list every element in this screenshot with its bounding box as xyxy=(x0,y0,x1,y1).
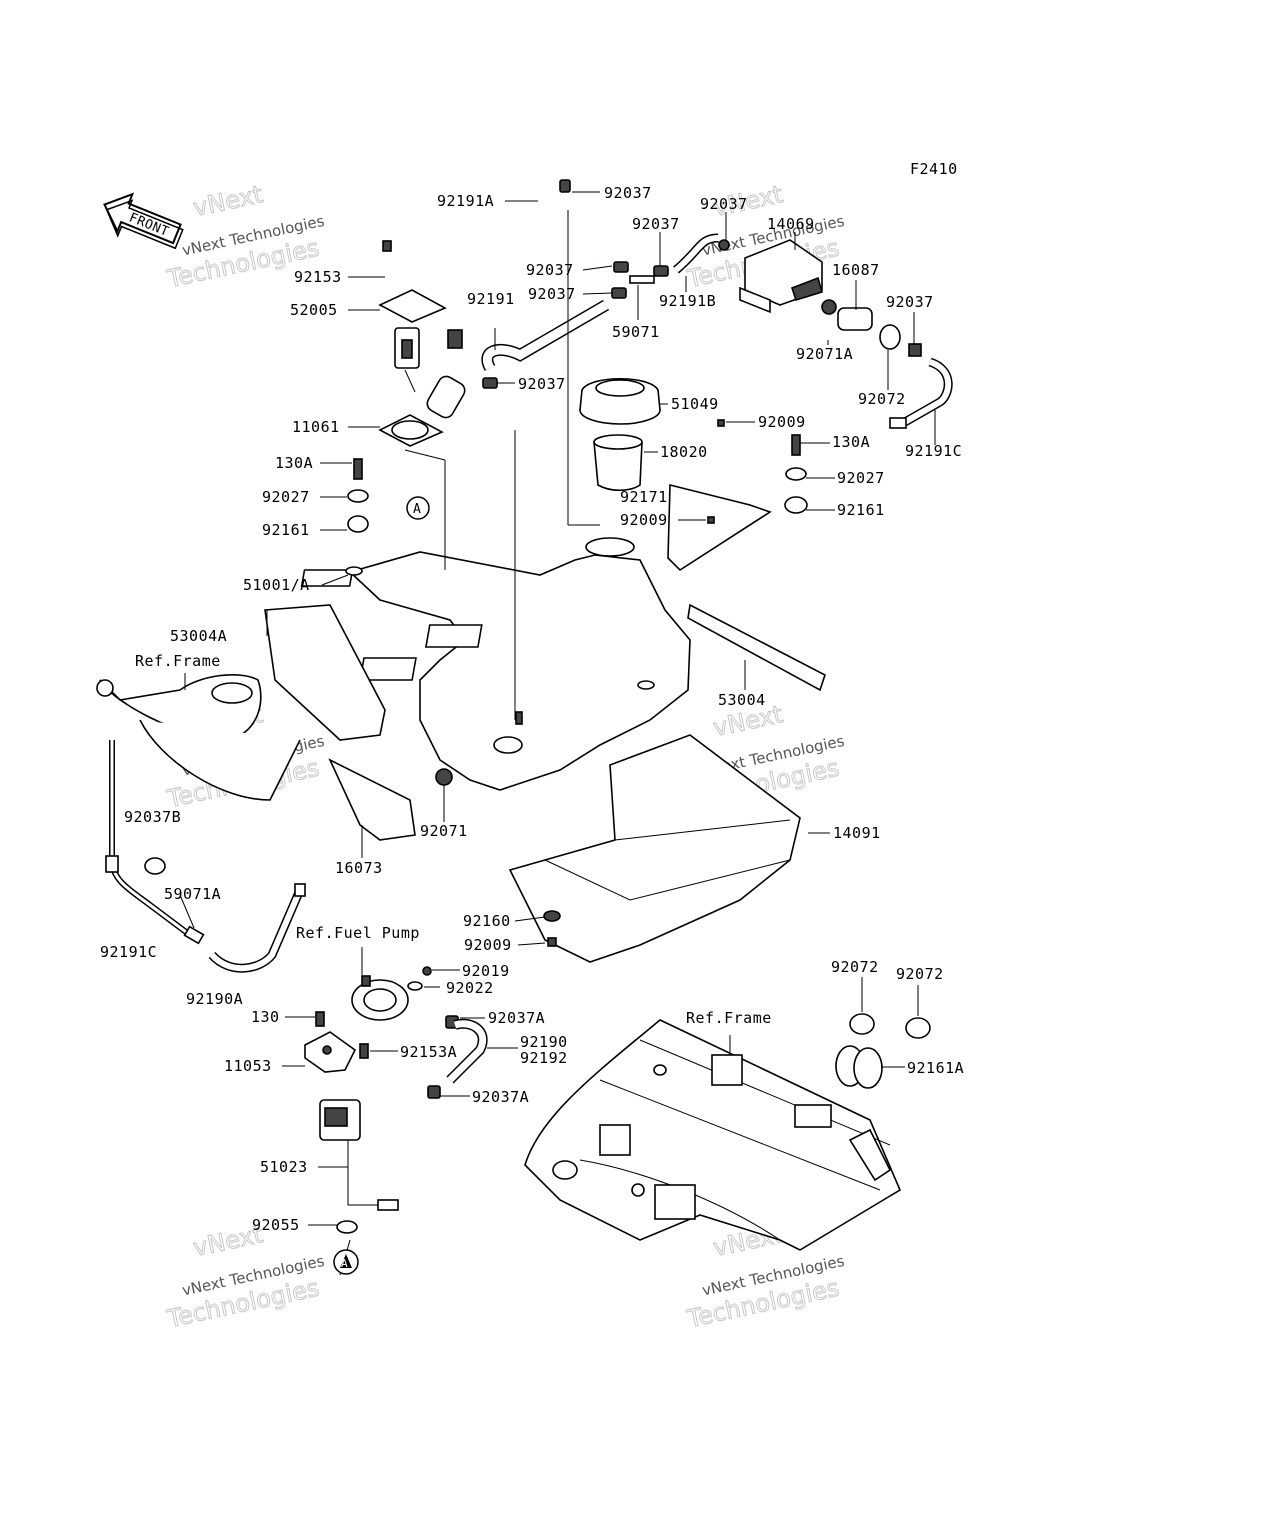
part-label: 92037 xyxy=(604,184,652,202)
part-label: 130A xyxy=(275,454,313,472)
part-label: 92027 xyxy=(262,488,310,506)
ref-frame-label: Ref.Frame xyxy=(686,1009,772,1027)
callout-a-bottom: A xyxy=(333,1249,359,1275)
part-label: 92191C xyxy=(100,943,157,961)
watermark-vnext: vNext xyxy=(191,180,265,222)
figure-code: F2410 xyxy=(910,160,958,178)
part-label: 59071A xyxy=(164,885,221,903)
front-arrow-icon: FRONT xyxy=(103,192,184,250)
part-label: 92037 xyxy=(632,215,680,233)
part-label: 92161 xyxy=(262,521,310,539)
part-label: 18020 xyxy=(660,443,708,461)
callout-a-label: A xyxy=(341,1257,348,1270)
part-labels: 92191A 92037 92037 92037 14069 92153 920… xyxy=(100,184,964,1234)
part-label: 51023 xyxy=(260,1158,308,1176)
part-label: 92071A xyxy=(796,345,853,363)
part-label: 51001/A xyxy=(243,576,310,594)
part-label: 92190 xyxy=(520,1033,568,1051)
part-label: 92037B xyxy=(124,808,181,826)
part-label: 92037 xyxy=(518,375,566,393)
part-label: 92171 xyxy=(620,488,668,506)
part-label: 92161 xyxy=(837,501,885,519)
part-label: 92190A xyxy=(186,990,243,1008)
leader-lines xyxy=(179,191,936,1276)
part-label: 92027 xyxy=(837,469,885,487)
ref-fuel-pump-label: Ref.Fuel Pump xyxy=(296,924,420,942)
part-label: 92191B xyxy=(659,292,716,310)
part-label: 130 xyxy=(251,1008,280,1026)
part-drawings xyxy=(96,162,953,1251)
part-label: 16073 xyxy=(335,859,383,877)
part-label: 92072 xyxy=(831,958,879,976)
part-label: 92037 xyxy=(526,261,574,279)
part-label: 92153A xyxy=(400,1043,457,1061)
part-label: 92192 xyxy=(520,1049,568,1067)
part-label: 92055 xyxy=(252,1216,300,1234)
part-label: 92153 xyxy=(294,268,342,286)
part-label: 92191C xyxy=(905,442,962,460)
part-label: 53004 xyxy=(718,691,766,709)
part-label: 92009 xyxy=(464,936,512,954)
part-label: 53004A xyxy=(170,627,227,645)
part-label: 92037 xyxy=(700,195,748,213)
part-label: 92037A xyxy=(472,1088,529,1106)
part-label: 92009 xyxy=(620,511,668,529)
part-label: 92037A xyxy=(488,1009,545,1027)
part-label: 51049 xyxy=(671,395,719,413)
part-label: 11053 xyxy=(224,1057,272,1075)
part-label: 14069 xyxy=(767,215,815,233)
callout-a-label: A xyxy=(413,502,421,517)
part-label: 16087 xyxy=(832,261,880,279)
ref-frame-label: Ref.Frame xyxy=(135,652,221,670)
part-label: 92072 xyxy=(896,965,944,983)
part-label: 92161A xyxy=(907,1059,964,1077)
part-label: 92191 xyxy=(467,290,515,308)
part-label: 92019 xyxy=(462,962,510,980)
part-label: 92191A xyxy=(437,192,494,210)
part-label: 130A xyxy=(832,433,870,451)
part-label: 92071 xyxy=(420,822,468,840)
part-label: 59071 xyxy=(612,323,660,341)
part-label: 11061 xyxy=(292,418,340,436)
part-label: 92022 xyxy=(446,979,494,997)
part-label: 14091 xyxy=(833,824,881,842)
part-label: 92037 xyxy=(886,293,934,311)
part-label: 92160 xyxy=(463,912,511,930)
part-label: 92072 xyxy=(858,390,906,408)
part-label: 92009 xyxy=(758,413,806,431)
part-label: 92037 xyxy=(528,285,576,303)
part-label: 52005 xyxy=(290,301,338,319)
callout-a-top: A xyxy=(406,496,430,520)
